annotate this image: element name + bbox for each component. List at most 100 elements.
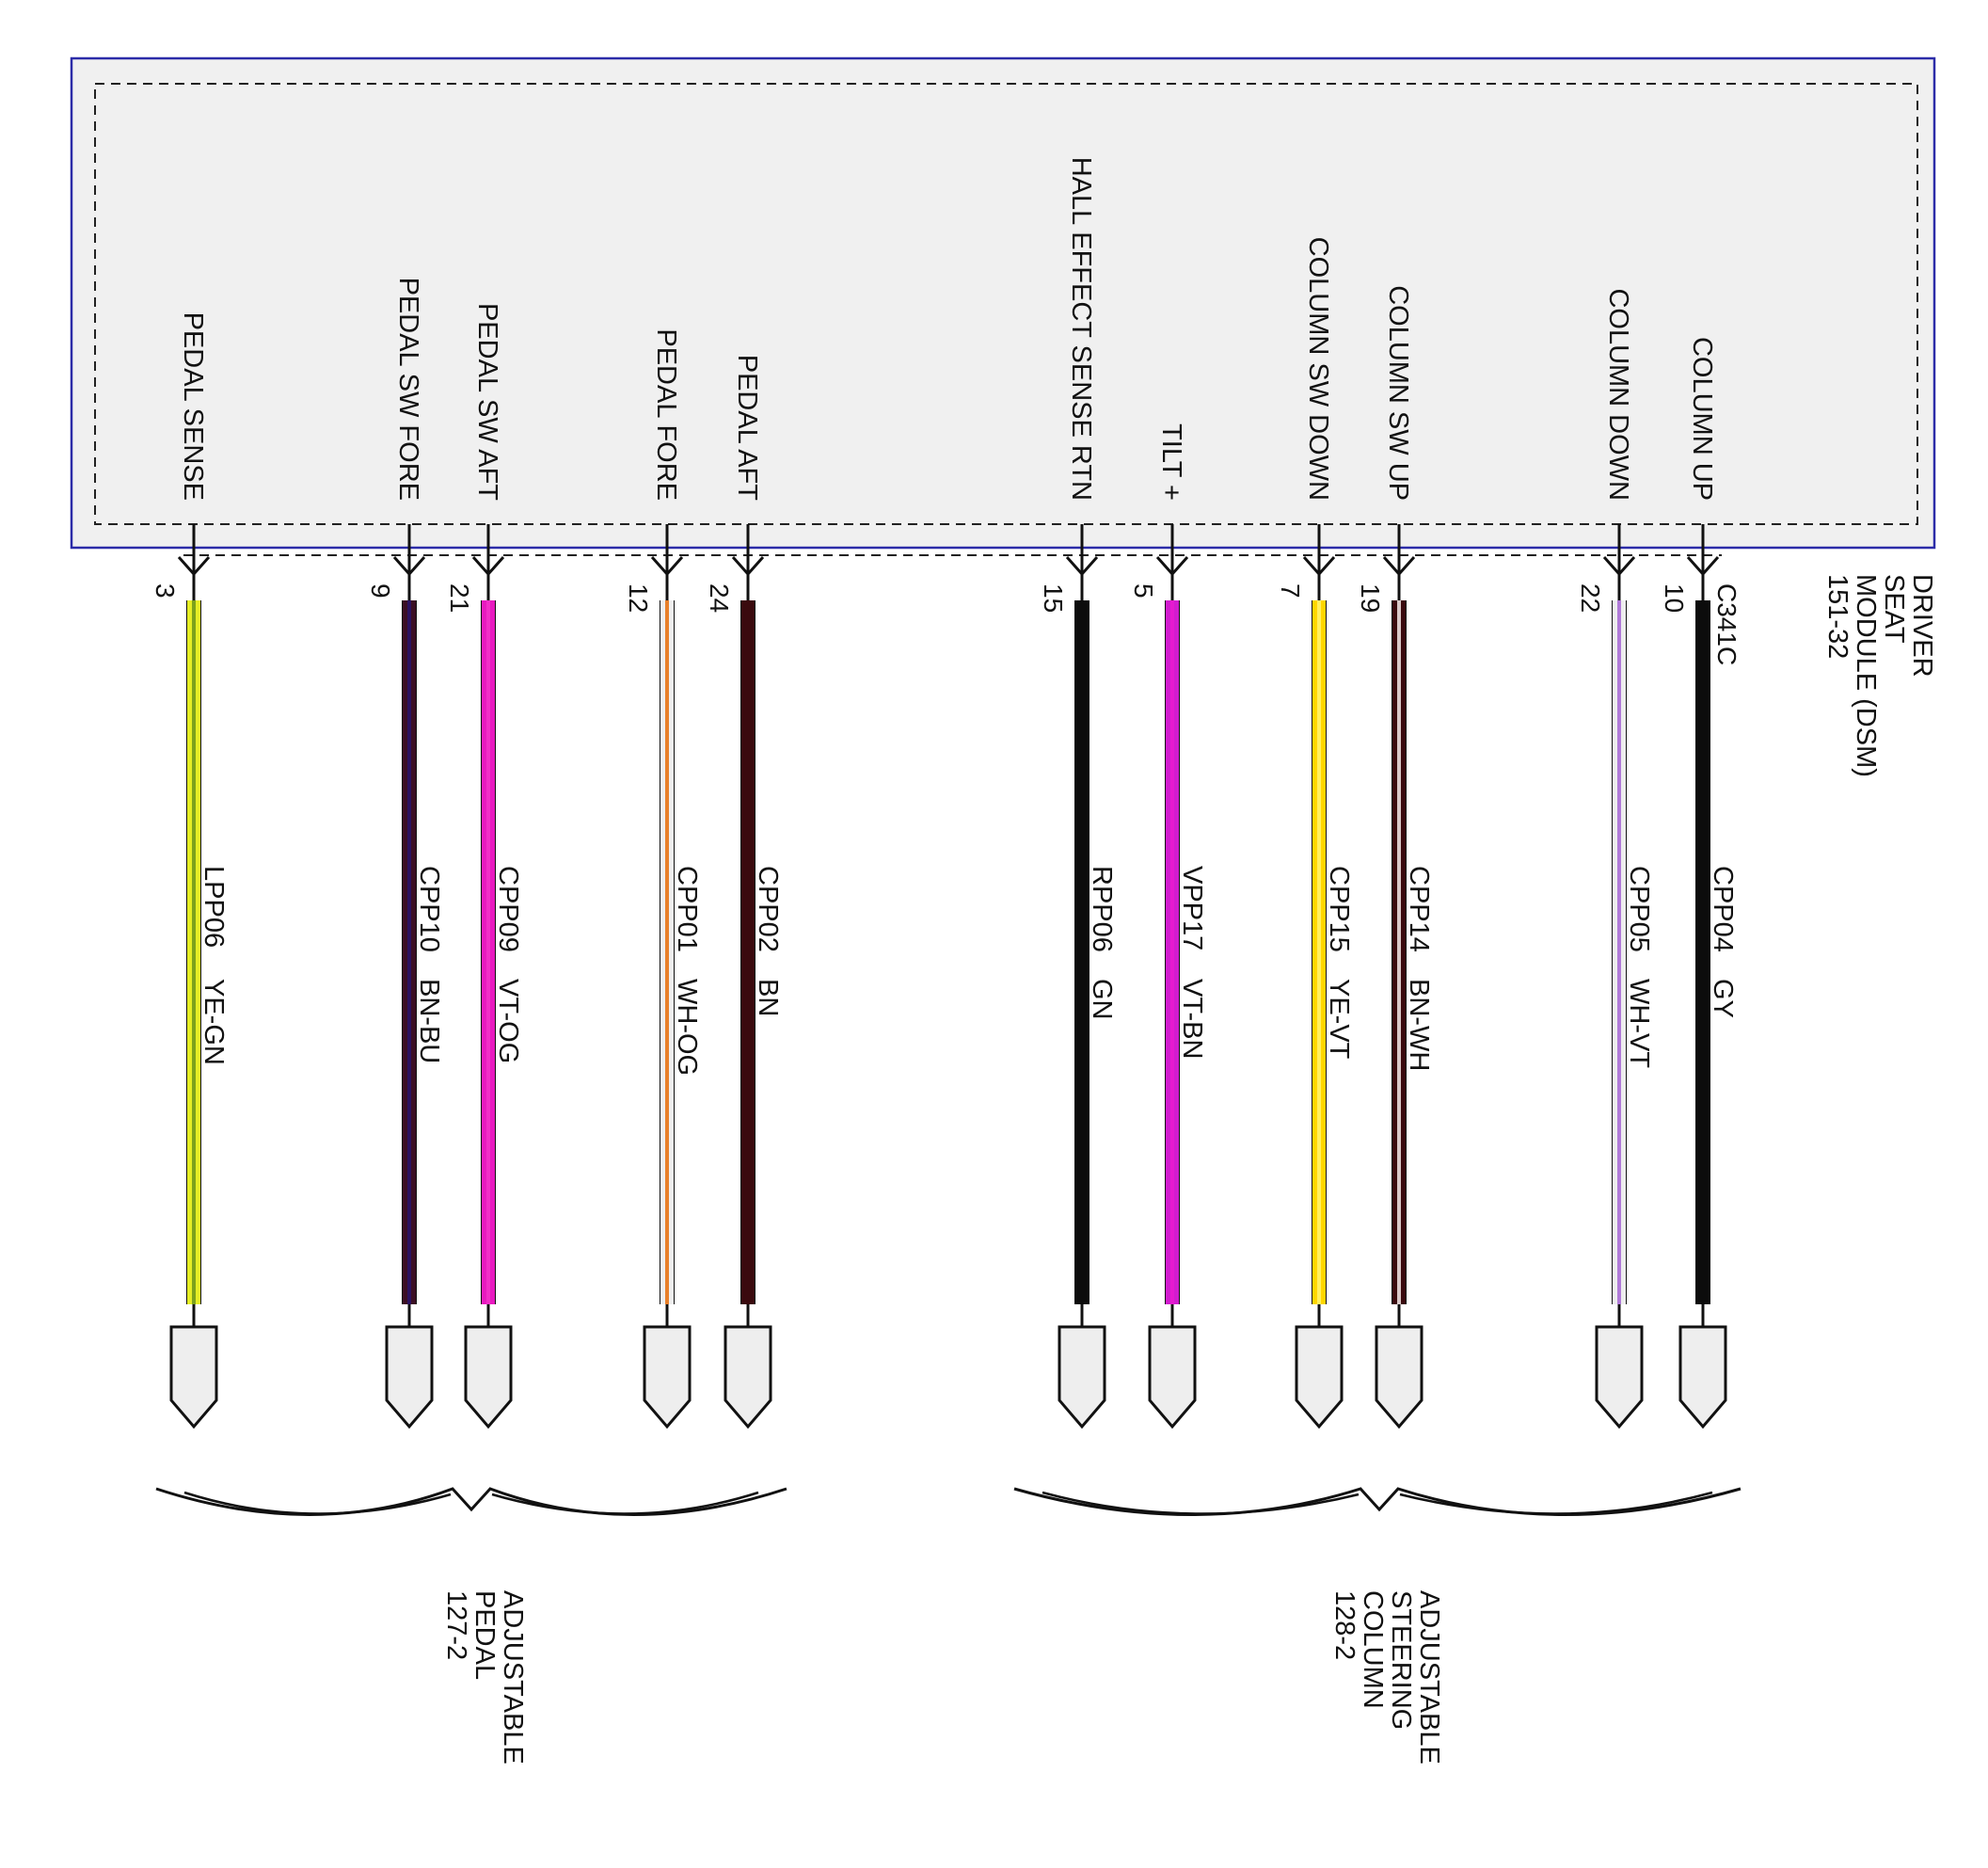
wire-stripe <box>1174 600 1179 1304</box>
wire-stripe <box>1317 600 1321 1304</box>
circuit-label: CPP09 <box>493 866 523 952</box>
component-label-line: ADJUSTABLE <box>498 1590 528 1764</box>
wire-stripe <box>196 600 200 1304</box>
wire-stripe <box>1397 600 1401 1304</box>
brace-adjustable-steering-column <box>1013 1487 1741 1516</box>
wire-stripe <box>1075 600 1080 1304</box>
wire-color-label: VT-OG <box>493 979 523 1063</box>
pin-arrow-icon <box>731 556 765 577</box>
wire-color-label: YE-GN <box>199 979 229 1065</box>
wire-stripe <box>1617 600 1621 1304</box>
signal-label: COLUMN UP <box>1687 337 1717 501</box>
signal-label: PEDAL SW FORE <box>393 278 423 501</box>
wire-stripe <box>1170 600 1174 1304</box>
pin-arrow-icon <box>650 556 684 577</box>
terminal-connector-icon <box>643 1325 692 1429</box>
module-frame <box>70 56 1936 550</box>
wire-stripe <box>490 600 495 1304</box>
circuit-label: VPP17 <box>1177 866 1207 950</box>
signal-label: HALL EFFECT SENSE RTN <box>1066 157 1096 501</box>
brace-adjustable-pedal <box>155 1487 787 1516</box>
wire-color-label: BN-BU <box>414 979 444 1063</box>
wire-stripe <box>1392 600 1397 1304</box>
component-label-line: PEDAL <box>469 1590 500 1680</box>
wire-stripe <box>407 600 411 1304</box>
pin-number: 24 <box>705 583 734 613</box>
pin-arrow-icon <box>1155 556 1189 577</box>
wire-stripe <box>192 600 196 1304</box>
circuit-label: CPP04 <box>1708 866 1738 952</box>
wire-stripe <box>482 600 486 1304</box>
wire-stripe <box>1401 600 1406 1304</box>
pin-arrow-icon <box>1302 556 1336 577</box>
circuit-label: CPP14 <box>1404 866 1434 952</box>
pin-number: 5 <box>1129 583 1158 599</box>
pin-number: 3 <box>151 583 180 599</box>
wire-color-label: YE-VT <box>1324 979 1354 1060</box>
terminal-connector-icon <box>1595 1325 1644 1429</box>
wire-stripe <box>665 600 669 1304</box>
terminal-connector-icon <box>169 1325 218 1429</box>
pin-arrow-icon <box>1065 556 1099 577</box>
signal-label: PEDAL FORE <box>651 328 681 501</box>
signal-label: TILT + <box>1156 423 1186 501</box>
wire-stripe <box>1084 600 1089 1304</box>
terminal-connector-icon <box>724 1325 772 1429</box>
terminal-connector-icon <box>1375 1325 1423 1429</box>
wire-stripe <box>1080 600 1084 1304</box>
component-label-line: STEERING <box>1386 1590 1416 1730</box>
component-label-line: ADJUSTABLE <box>1414 1590 1444 1764</box>
circuit-label: LPP06 <box>199 866 229 948</box>
component-label-line: COLUMN <box>1358 1590 1388 1709</box>
wire-color-label: VT-BN <box>1177 979 1207 1059</box>
pin-arrow-icon <box>392 556 426 577</box>
module-name-line: SEAT <box>1879 574 1909 644</box>
terminal-connector-icon <box>464 1325 513 1429</box>
module-name-line: MODULE (DSM) <box>1851 574 1881 777</box>
wire-color-label: WH-OG <box>672 979 702 1076</box>
circuit-label: CPP15 <box>1324 866 1354 952</box>
terminal-connector-icon <box>385 1325 434 1429</box>
pin-number: 9 <box>366 583 395 599</box>
pin-number: 7 <box>1276 583 1305 599</box>
signal-label: COLUMN DOWN <box>1603 288 1633 501</box>
pin-number: 19 <box>1356 583 1385 613</box>
circuit-label: CPP01 <box>672 866 702 952</box>
circuit-label: CPP05 <box>1624 866 1654 952</box>
circuit-label: RPP06 <box>1087 866 1117 952</box>
wire-stripe <box>1166 600 1170 1304</box>
wire-stripe <box>1321 600 1326 1304</box>
module-name-line: DRIVER <box>1907 574 1937 678</box>
terminal-connector-icon <box>1148 1325 1197 1429</box>
pin-number: 12 <box>624 583 653 613</box>
wire-stripe <box>1621 600 1626 1304</box>
signal-label: PEDAL AFT <box>732 355 762 502</box>
wire-color-label: GN <box>1087 979 1117 1020</box>
wire-stripe <box>741 600 746 1304</box>
pin-number: 15 <box>1039 583 1068 613</box>
wire-color-label: BN <box>753 979 783 1016</box>
signal-label: PEDAL SENSE <box>178 312 208 501</box>
pin-number: 10 <box>1660 583 1689 613</box>
pin-arrow-icon <box>177 556 211 577</box>
wire-stripe <box>1613 600 1617 1304</box>
pin-number: 22 <box>1576 583 1605 613</box>
module-name-line: 151-32 <box>1822 574 1853 659</box>
signal-label: COLUMN SW DOWN <box>1303 237 1333 501</box>
wire-stripe <box>750 600 755 1304</box>
wire-stripe <box>669 600 674 1304</box>
module-dashed-border <box>94 83 1918 525</box>
terminal-connector-icon <box>1678 1325 1727 1429</box>
circuit-label: CPP02 <box>753 866 783 952</box>
circuit-label: CPP10 <box>414 866 444 952</box>
